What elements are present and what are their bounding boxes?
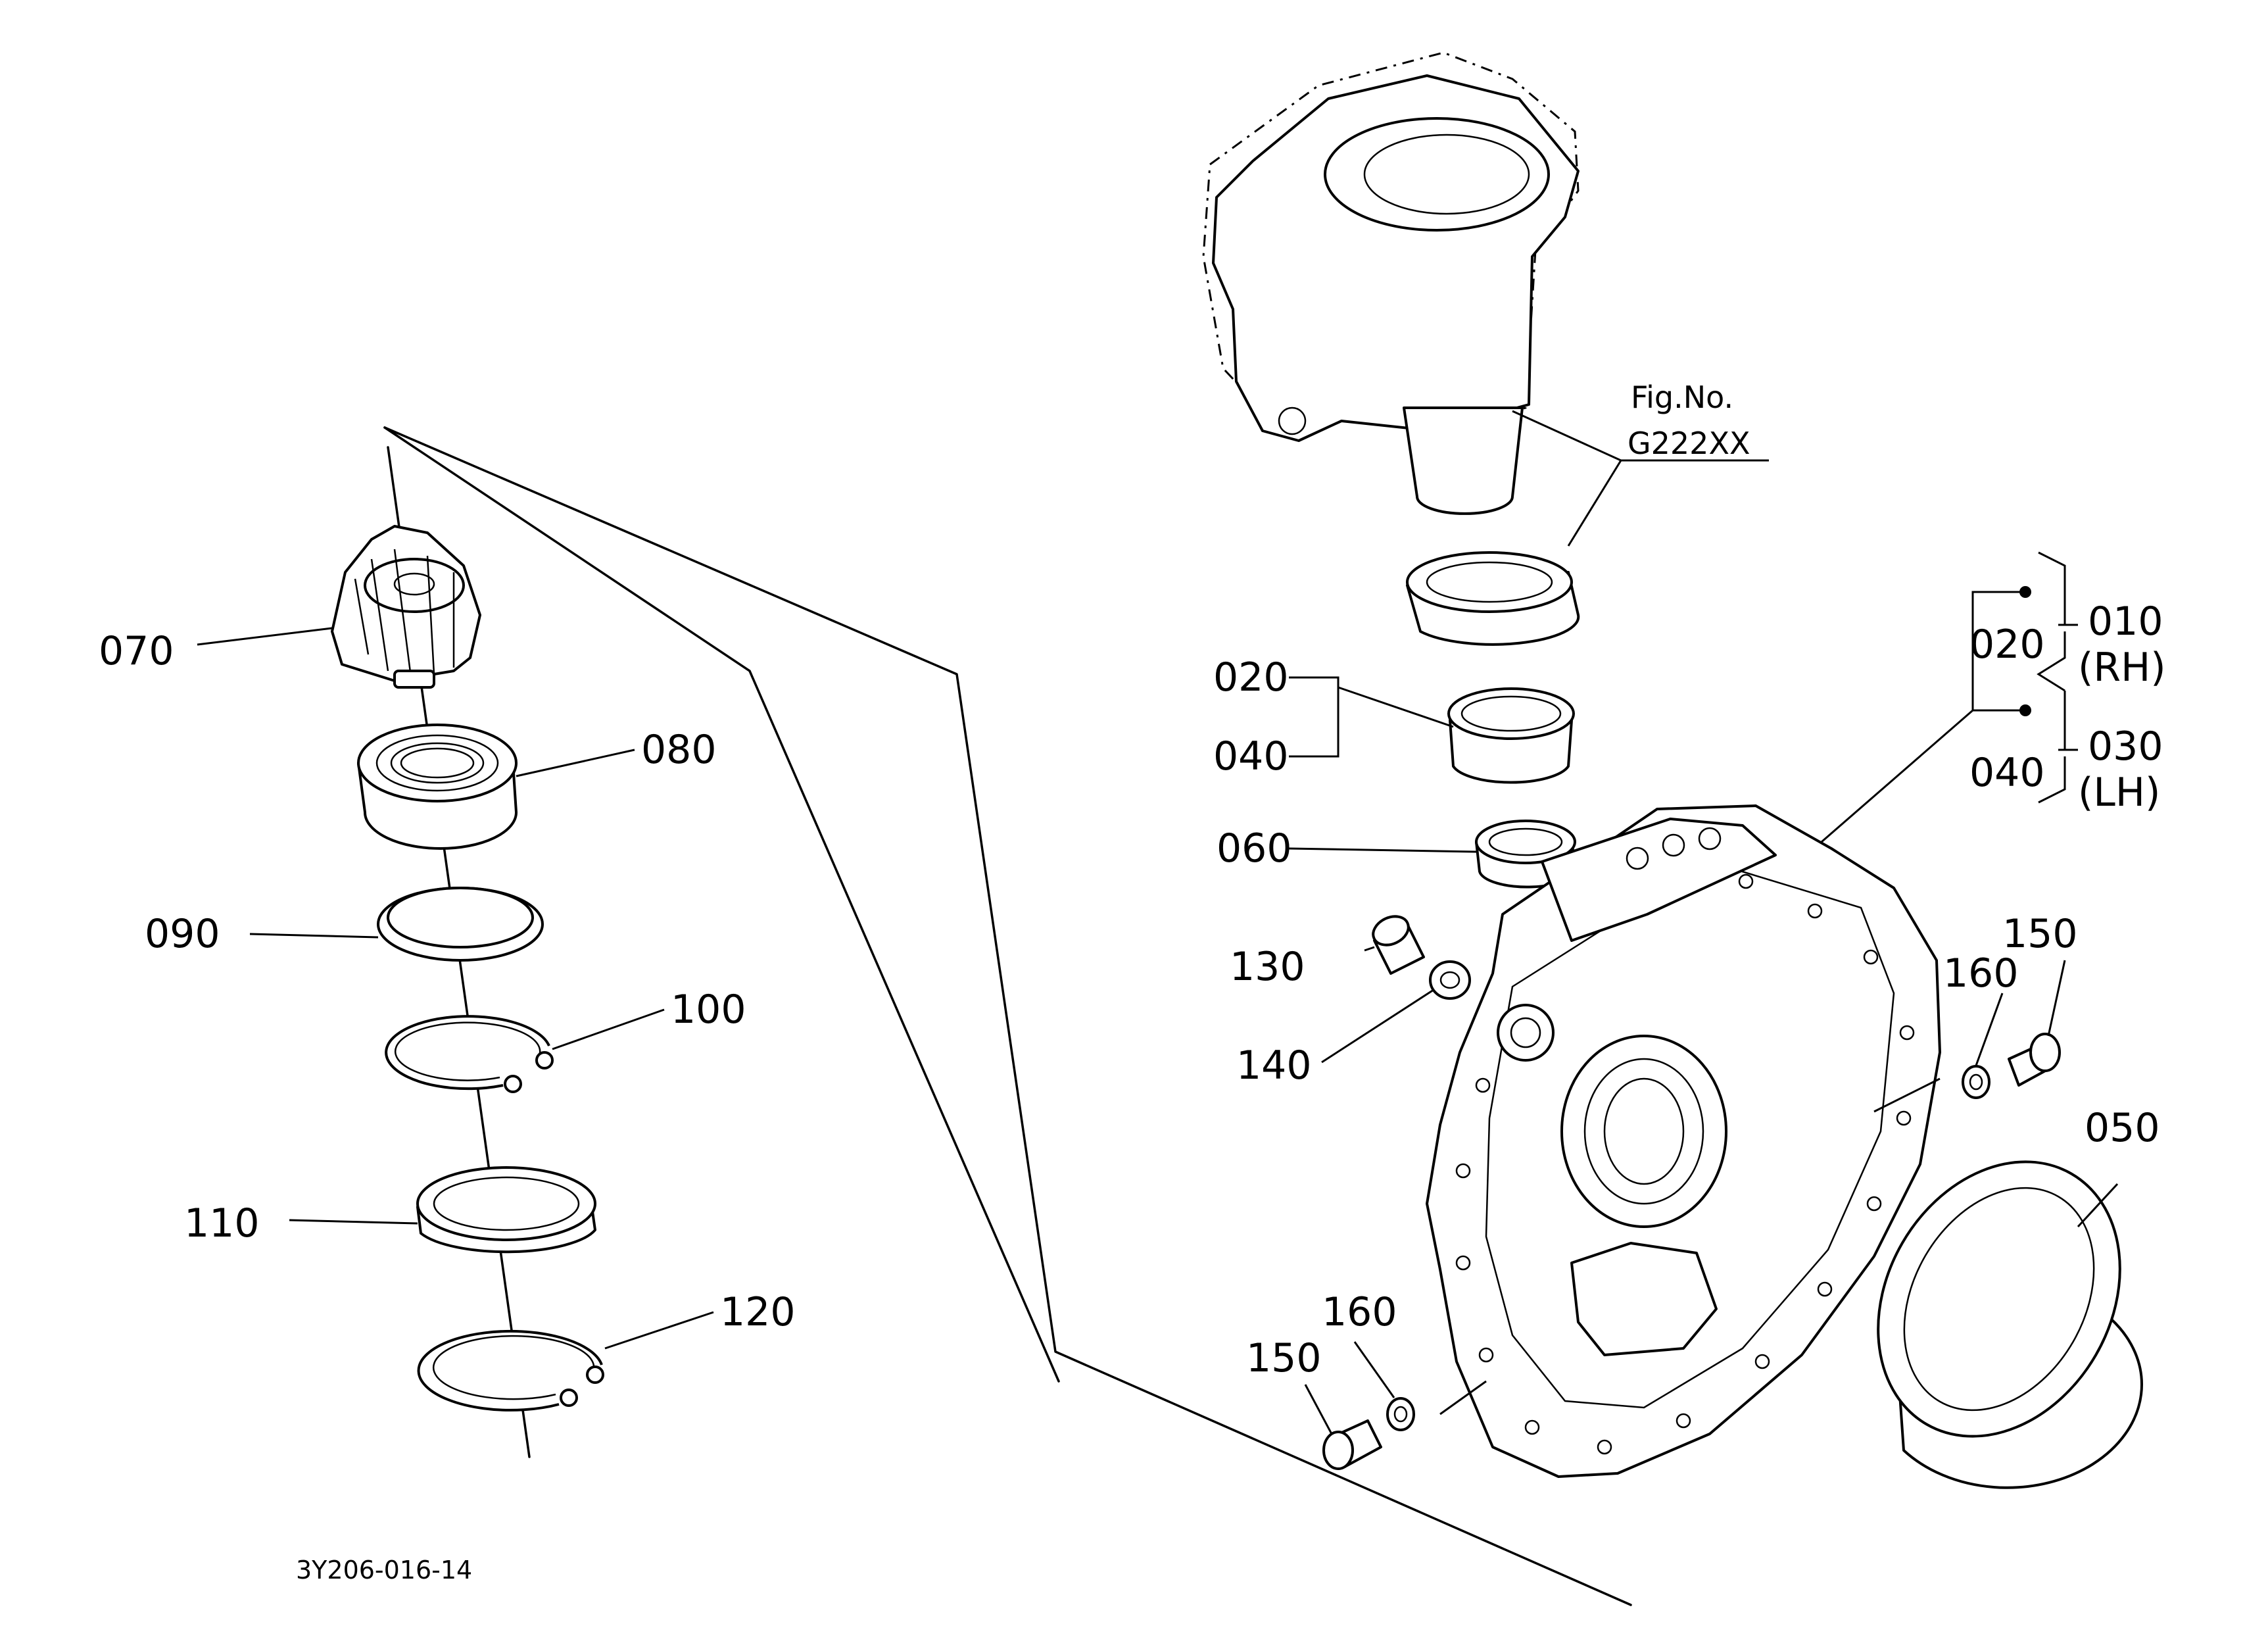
bevel-pinion-gear-icon[interactable] [331,525,481,689]
fig-ref-line1: Fig.No. [1631,380,1733,415]
label-130: 130 [1230,944,1305,990]
label-160-right: 160 [1943,950,2019,996]
large-oil-seal-icon[interactable] [1830,1118,2168,1489]
label-150-right: 150 [2002,911,2078,957]
washer-right-icon[interactable] [1962,1065,1991,1099]
drawing-id: 3Y206-016-14 [296,1556,472,1585]
part-number-labels: 070 080 090 100 110 120 020 040 060 130 … [99,599,2166,1381]
label-060: 060 [1217,825,1292,872]
label-100: 100 [671,987,746,1033]
plug-bolt-icon[interactable] [1368,911,1425,975]
washer-left-icon[interactable] [1386,1397,1415,1431]
label-rh: (RH) [2078,645,2166,691]
bushing-icon[interactable] [1447,687,1575,784]
label-140: 140 [1236,1043,1312,1089]
seal-ring-reference-icon [1406,551,1580,646]
small-oil-seal-icon[interactable] [1475,820,1577,889]
label-110: 110 [184,1200,260,1246]
label-070: 070 [99,628,174,674]
fig-ref-line2: G222XX [1628,426,1750,461]
snap-ring-lower-icon[interactable] [417,1329,604,1412]
leader-lines [197,410,2119,1435]
label-090: 090 [145,911,220,957]
ball-bearing-icon[interactable] [357,724,518,850]
label-150-left: 150 [1246,1335,1322,1381]
gear-case-reference-icon [1202,51,1580,515]
label-040-bracket: 040 [1969,750,2045,796]
label-lh: (LH) [2078,770,2160,816]
label-030: 030 [2088,724,2163,770]
figure-reference: Fig.No. G222XX [1628,380,1750,461]
label-160-left: 160 [1322,1289,1397,1335]
gear-case-cover-icon[interactable] [1426,804,1941,1478]
label-010: 010 [2088,599,2163,645]
label-040-top: 040 [1213,733,1289,779]
drain-plug-right-icon[interactable] [2008,1033,2061,1087]
label-020-top: 020 [1213,654,1289,701]
assembly-outline-lines [383,426,1632,1606]
spacer-ring-icon[interactable] [377,887,544,962]
label-080: 080 [641,727,717,773]
washer-icon[interactable] [1429,960,1471,1000]
label-120: 120 [720,1289,796,1335]
bolt-holes [1455,873,1915,1455]
oil-seal-icon[interactable] [416,1166,596,1254]
snap-ring-icon[interactable] [385,1015,554,1093]
label-020-bracket: 020 [1969,622,2045,668]
label-050: 050 [2085,1105,2160,1151]
drain-plug-left-icon[interactable] [1322,1419,1382,1470]
